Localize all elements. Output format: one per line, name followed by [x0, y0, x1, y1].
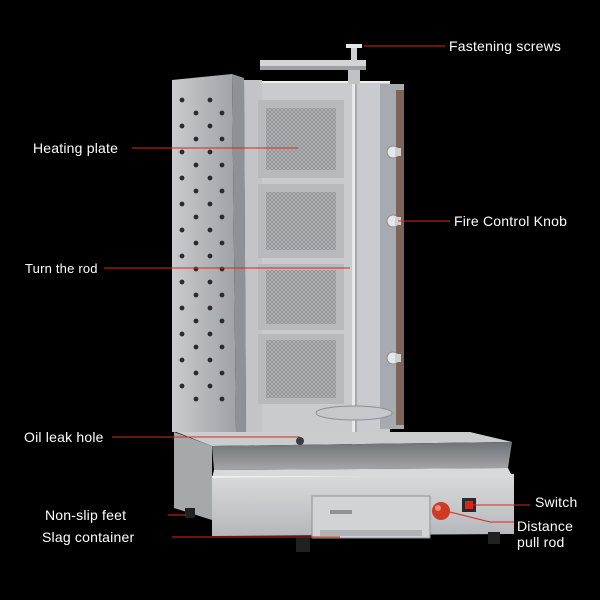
heating-plate-4: [258, 334, 344, 404]
perforation-hole: [179, 305, 185, 311]
label-distance-pull-rod-line2: pull rod: [517, 534, 565, 550]
label-slag-container: Slag container: [42, 529, 135, 545]
perforation-hole: [179, 331, 185, 337]
perforation-hole: [193, 344, 199, 350]
perforation-hole: [193, 292, 199, 298]
perforation-hole: [219, 136, 225, 142]
perforation-hole: [179, 279, 185, 285]
perforation-hole: [219, 162, 225, 168]
rotating-rod: [315, 84, 393, 454]
leader-distance-pull-rod: [449, 511, 514, 523]
perforation-hole: [219, 396, 225, 402]
label-fire-control-knob: Fire Control Knob: [454, 213, 568, 229]
perforation-hole: [179, 357, 185, 363]
perforation-hole: [207, 331, 213, 337]
perforation-hole: [207, 97, 213, 103]
label-heating-plate: Heating plate: [33, 140, 119, 156]
heating-plate-3: [258, 264, 344, 330]
perforation-hole: [193, 240, 199, 246]
slag-drawer[interactable]: [311, 495, 431, 539]
perforation-hole: [193, 214, 199, 220]
perforation-hole: [219, 292, 225, 298]
label-distance-pull-rod: Distance pull rod: [517, 518, 573, 550]
perforation-hole: [207, 149, 213, 155]
perforation-hole: [179, 175, 185, 181]
perforation-hole: [219, 188, 225, 194]
perforation-hole: [207, 305, 213, 311]
perforated-side-panel: [172, 74, 246, 432]
label-fastening-screws: Fastening screws: [449, 38, 562, 54]
perforation-hole: [193, 396, 199, 402]
perforation-hole: [207, 357, 213, 363]
perforation-hole: [219, 266, 225, 272]
perforation-hole: [207, 383, 213, 389]
perforation-hole: [219, 370, 225, 376]
perforation-hole: [193, 162, 199, 168]
perforation-hole: [219, 110, 225, 116]
heating-plate-2: [258, 184, 344, 258]
non-slip-feet: [185, 508, 500, 552]
perforation-hole: [207, 253, 213, 259]
perforation-hole: [207, 123, 213, 129]
drip-tray: [176, 432, 512, 478]
perforation-hole: [193, 318, 199, 324]
knob-3: [386, 351, 401, 365]
switch-control[interactable]: [462, 498, 476, 512]
perforation-hole: [179, 383, 185, 389]
label-oil-leak-hole: Oil leak hole: [24, 429, 104, 445]
heating-plate-1: [258, 100, 344, 178]
perforation-hole: [193, 110, 199, 116]
perforation-hole: [207, 201, 213, 207]
perforation-hole: [179, 123, 185, 129]
perforation-hole: [179, 253, 185, 259]
perforation-hole: [193, 136, 199, 142]
perforation-hole: [179, 227, 185, 233]
perforation-hole: [193, 370, 199, 376]
label-switch: Switch: [535, 494, 578, 510]
perforation-hole: [219, 344, 225, 350]
label-non-slip-feet: Non-slip feet: [45, 507, 127, 523]
label-distance-pull-rod-line1: Distance: [517, 518, 574, 534]
perforation-hole: [207, 279, 213, 285]
knob-1: [386, 145, 401, 159]
perforation-hole: [219, 214, 225, 220]
label-turn-the-rod: Turn the rod: [25, 261, 98, 276]
perforation-hole: [193, 188, 199, 194]
top-bracket: [260, 44, 366, 84]
perforation-hole: [193, 266, 199, 272]
perforation-hole: [207, 175, 213, 181]
perforation-hole: [219, 240, 225, 246]
heating-plates: [258, 100, 344, 404]
perforation-hole: [179, 149, 185, 155]
perforation-hole: [207, 227, 213, 233]
distance-pull-rod-knob[interactable]: [432, 502, 450, 520]
perforation-hole: [179, 97, 185, 103]
leader-lines: [104, 45, 530, 538]
perforation-hole: [179, 201, 185, 207]
perforation-hole: [219, 318, 225, 324]
